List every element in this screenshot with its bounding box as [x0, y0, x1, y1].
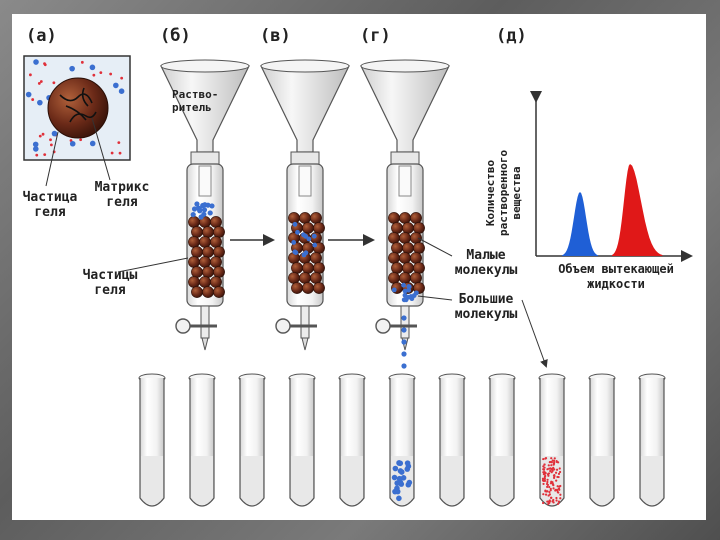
large-molecule-peak	[562, 192, 598, 256]
test-tube	[638, 373, 666, 507]
test-tube	[188, 373, 216, 507]
test-tube	[388, 373, 416, 507]
test-tube-rack	[138, 373, 666, 507]
test-tube	[438, 373, 466, 507]
test-tube	[238, 373, 266, 507]
solvent-label: Раство-ритель	[172, 88, 219, 114]
panel-label-v: (в)	[260, 26, 291, 46]
test-tube	[588, 373, 616, 507]
panel-label-d: (д)	[496, 26, 527, 46]
test-tube	[488, 373, 516, 507]
panel-label-g: (г)	[360, 26, 391, 46]
small-molecule-peak	[612, 164, 663, 256]
test-tube	[538, 373, 566, 507]
gel-particle-box	[23, 55, 131, 161]
test-tube	[138, 373, 166, 507]
column-1	[160, 59, 250, 351]
test-tube	[338, 373, 366, 507]
columns	[160, 59, 450, 381]
test-tube	[288, 373, 316, 507]
column-3	[360, 59, 450, 351]
panel-label-b: (б)	[160, 26, 191, 46]
panel-label-a: (а)	[26, 26, 57, 46]
elution-chart	[530, 91, 693, 262]
column-2	[260, 59, 350, 351]
